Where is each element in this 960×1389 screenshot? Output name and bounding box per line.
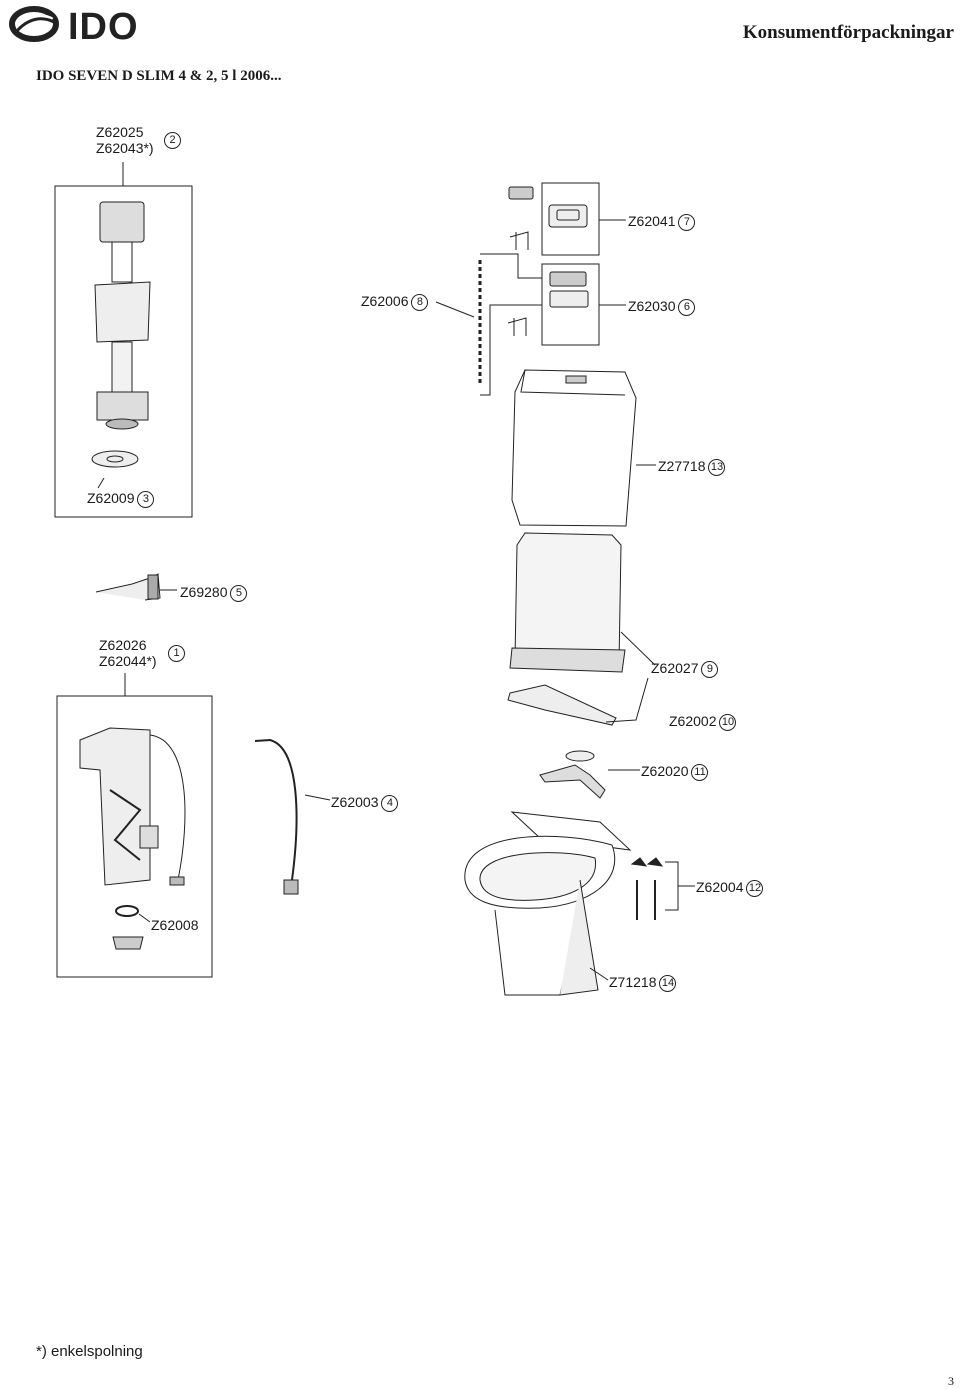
hose-4 (254, 738, 298, 881)
part-number-4: 4 (381, 794, 399, 812)
washer-3 (91, 450, 139, 468)
part-number-3: 3 (137, 490, 155, 508)
button-cap-7 (508, 186, 534, 200)
part-code: Z62009 (87, 490, 135, 506)
product-subtitle: IDO SEVEN D SLIM 4 & 2, 5 l 2006... (36, 68, 282, 84)
part-number-12: 12 (746, 879, 764, 897)
button-7 (548, 204, 588, 228)
bracket-6 (507, 317, 527, 336)
part-box-1 (56, 695, 213, 978)
part-code: Z71218 (609, 974, 657, 990)
part-code: Z62026 (99, 637, 147, 653)
part-box-7 (541, 182, 600, 256)
part-number-10: 10 (719, 713, 737, 731)
part-code: Z62043*) (96, 140, 154, 156)
toilet-bowl-14 (464, 811, 632, 996)
part-number-5: 5 (230, 584, 248, 602)
part-number-14: 14 (659, 974, 677, 992)
flush-valve-drawing (79, 727, 186, 886)
inner-tank-9 (514, 532, 622, 666)
button-6 (549, 290, 589, 308)
fill-valve-drawing (94, 201, 151, 430)
label-part-2: Z62025 Z62043*) (96, 124, 154, 156)
part-number-8: 8 (411, 293, 429, 311)
part-code: Z62020 (641, 763, 689, 779)
page-title: Konsumentförpackningar (742, 22, 954, 43)
part-code: Z62044*) (99, 653, 157, 669)
part-code: Z62003 (331, 794, 379, 810)
part-number-9: 9 (701, 660, 719, 678)
label-part-z62008: Z62008 (151, 917, 198, 933)
ido-logo: IDO (8, 4, 158, 48)
part-code: Z27718 (658, 458, 706, 474)
flange-11 (539, 764, 606, 799)
part-number-1: 1 (168, 645, 185, 662)
fasteners-12 (630, 857, 664, 920)
filter-z62008 (112, 936, 144, 950)
part-code: Z62041 (628, 213, 676, 229)
part-code: Z62027 (651, 660, 699, 676)
cistern-13 (511, 369, 637, 527)
part-code: Z69280 (180, 584, 228, 600)
part-number-6: 6 (678, 298, 696, 316)
part-number-7: 7 (678, 213, 696, 231)
part-code: Z62006 (361, 293, 409, 309)
part-code: Z62008 (151, 917, 199, 933)
page-number: 3 (948, 1374, 954, 1388)
label-part-1: Z62026 Z62044*) (99, 637, 157, 669)
part-number-2: 2 (164, 132, 181, 149)
footnote: *) enkelspolning (36, 1343, 143, 1360)
brand-name: IDO (68, 6, 139, 48)
bracket-7 (509, 231, 529, 250)
part-code: Z62002 (669, 713, 717, 729)
ido-swirl-icon (9, 6, 59, 42)
part-code: Z62004 (696, 879, 744, 895)
gasket-10 (507, 684, 617, 726)
part-number-13: 13 (708, 458, 726, 476)
o-ring-z62008 (115, 905, 139, 917)
part-number-11: 11 (691, 763, 709, 781)
part-code: Z62025 (96, 124, 144, 140)
part-code: Z62030 (628, 298, 676, 314)
